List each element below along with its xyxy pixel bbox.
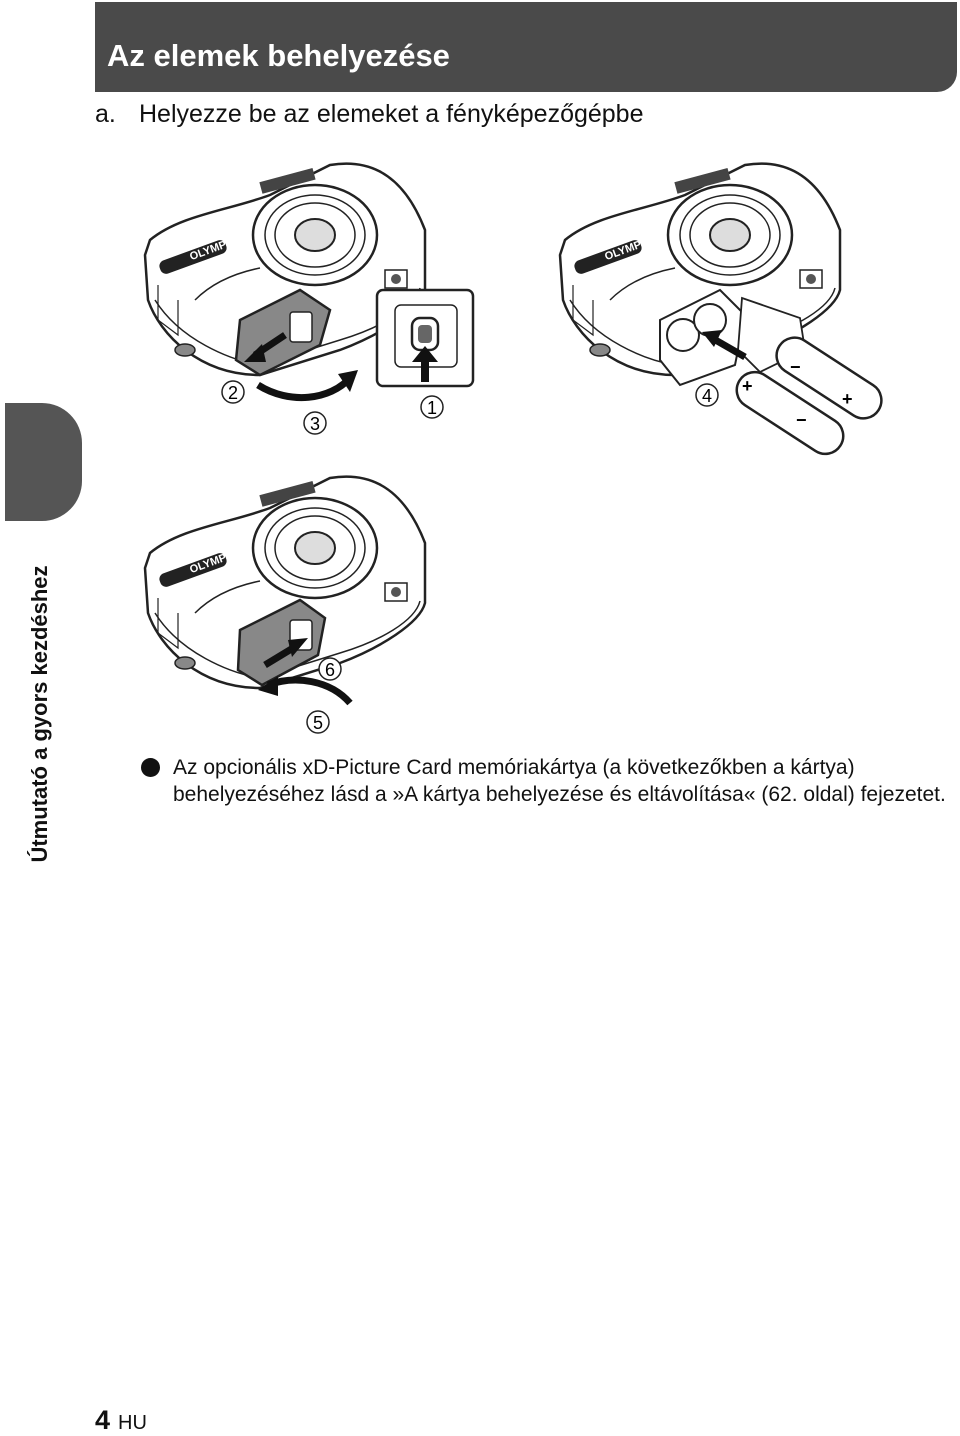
illustration-close-door: OLYMPUS 6 5	[143, 475, 427, 734]
callout-1	[420, 395, 444, 419]
section-title: Az elemek behelyezése	[107, 38, 450, 73]
illustration-open-door: OLYMPUS 2 3 1	[143, 162, 475, 435]
battery-2-minus: −	[796, 410, 807, 430]
language-code: HU	[118, 1412, 147, 1434]
side-tab-marker	[5, 403, 82, 521]
page-number: 4	[95, 1405, 111, 1435]
battery-1-plus: +	[842, 389, 853, 409]
callout-2	[221, 380, 245, 404]
callout-6-text: 6	[325, 660, 335, 680]
illustration-insert-batteries: OLYMPUS − + + − 4	[558, 162, 883, 456]
battery-1-minus: −	[790, 357, 801, 377]
callout-6	[318, 657, 342, 681]
page-footer: 4 HU	[95, 1405, 147, 1436]
callout-4-text: 4	[702, 386, 712, 406]
note-text: Az opcionális xD-Picture Card memóriakár…	[173, 756, 946, 806]
callout-3	[303, 411, 327, 435]
callout-5	[306, 710, 330, 734]
battery-2: + −	[735, 370, 845, 456]
callout-5-text: 5	[313, 713, 323, 733]
step-number: a.	[95, 100, 116, 128]
callout-1-text: 1	[427, 398, 437, 418]
bullet-icon	[141, 758, 160, 777]
section-header: Az elemek behelyezése	[95, 2, 957, 92]
callout-2-text: 2	[228, 383, 238, 403]
callout-4	[695, 383, 719, 407]
battery-2-plus: +	[742, 376, 753, 396]
battery-1: − +	[775, 336, 883, 420]
callout-3-text: 3	[310, 414, 320, 434]
step-heading: a. Helyezze be az elemeket a fényképezőgé…	[95, 100, 644, 129]
step-text: Helyezze be az elemeket a fényképezőgépb…	[139, 100, 644, 128]
